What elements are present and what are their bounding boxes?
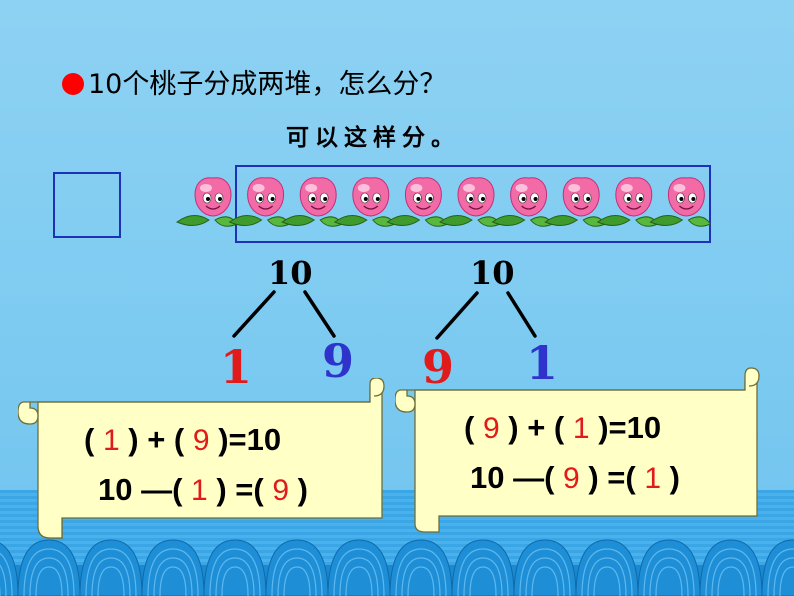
- tree-lines: [232, 290, 537, 340]
- left-sub-answer-1: 1: [191, 474, 208, 507]
- right-sub-answer-1: 9: [563, 462, 580, 495]
- right-addition-equation: ( 9 ) + ( 1 )=10: [464, 410, 662, 445]
- wave-line: [587, 557, 627, 596]
- question-text: 10个桃子分成两堆，怎么分？: [62, 62, 446, 101]
- right-tree-right-part: 1: [526, 336, 559, 390]
- left-subtraction-equation: 10 —( 1 ) =( 9 ): [98, 472, 308, 507]
- wave-shape: [79, 539, 143, 596]
- wave-line: [147, 548, 199, 596]
- wave-shape: [141, 539, 205, 596]
- wave-shape: [17, 539, 81, 596]
- red-bullet-icon: [62, 73, 84, 95]
- peach-icon: [176, 177, 238, 227]
- wave-row: [0, 539, 794, 596]
- wave-line: [581, 548, 633, 596]
- wave-line: [773, 557, 794, 596]
- wave-line: [153, 557, 193, 596]
- wave-line: [779, 566, 794, 596]
- wave-line: [333, 548, 385, 596]
- wave-line: [345, 566, 373, 596]
- wave-line: [407, 566, 435, 596]
- right-sub-answer-2: 1: [644, 462, 662, 495]
- right-add-answer-2: 1: [572, 412, 590, 445]
- left-tree-total: 10: [268, 254, 313, 292]
- wave-shape: [265, 539, 329, 596]
- left-tree-right-branch: [303, 290, 336, 338]
- empty-answer-box: [53, 172, 121, 238]
- question-label: 10个桃子分成两堆，怎么分？: [88, 69, 447, 100]
- wave-line: [767, 548, 794, 596]
- wave-line: [531, 566, 559, 596]
- wave-line: [643, 548, 695, 596]
- wave-shape: [451, 539, 515, 596]
- peach-icon: [281, 177, 343, 227]
- wave-line: [35, 566, 63, 596]
- wave-line: [23, 548, 75, 596]
- right-tree-left-branch: [435, 291, 479, 340]
- right-subtraction-equation: 10 —( 9 ) =( 1 ): [470, 460, 680, 495]
- wave-line: [463, 557, 503, 596]
- wave-line: [717, 566, 745, 596]
- peach-icon: [333, 177, 396, 227]
- left-add-answer-1: 1: [102, 424, 120, 457]
- wave-line: [593, 566, 621, 596]
- wave-line: [395, 548, 447, 596]
- wave-shape: [389, 539, 453, 596]
- subtitle-text: 可以这样分。: [286, 125, 460, 151]
- left-scroll: [18, 378, 385, 539]
- wave-line: [277, 557, 317, 596]
- wave-line: [283, 566, 311, 596]
- wave-shape: [699, 539, 763, 596]
- wave-line: [271, 548, 323, 596]
- wave-line: [401, 557, 441, 596]
- wave-line: [91, 557, 131, 596]
- right-add-answer-1: 9: [482, 412, 500, 445]
- peach-icon: [544, 177, 606, 227]
- wave-line: [221, 566, 249, 596]
- wave-line: [469, 566, 497, 596]
- wave-line: [519, 548, 571, 596]
- left-tree-right-part: 9: [322, 334, 355, 388]
- left-tree-left-part: 1: [220, 340, 253, 394]
- right-tree-right-branch: [506, 291, 537, 338]
- peach-icon: [491, 177, 554, 227]
- wave-line: [29, 557, 69, 596]
- peach-icon: [596, 177, 659, 227]
- wave-line: [339, 557, 379, 596]
- peach-group-frame: [235, 165, 711, 243]
- left-add-answer-2: 9: [192, 424, 210, 457]
- peach-icon: [228, 177, 291, 227]
- left-sub-answer-2: 9: [272, 474, 290, 507]
- wave-line: [0, 564, 7, 596]
- wave-line: [209, 548, 261, 596]
- wave-shape: [327, 539, 391, 596]
- right-scroll: [395, 367, 760, 533]
- right-tree-left-part: 9: [422, 340, 455, 394]
- peach-row: [176, 177, 712, 227]
- right-tree-total: 10: [470, 254, 515, 292]
- left-tree-left-branch: [232, 290, 276, 338]
- wave-line: [705, 548, 757, 596]
- wave-line: [711, 557, 751, 596]
- wave-shape: [203, 539, 267, 596]
- wave-line: [85, 548, 137, 596]
- left-addition-equation: ( 1 ) + ( 9 )=10: [84, 422, 282, 457]
- wave-line: [525, 557, 565, 596]
- wave-line: [655, 566, 683, 596]
- wave-line: [159, 566, 187, 596]
- wave-line: [649, 557, 689, 596]
- wave-shape: [513, 539, 577, 596]
- wave-line: [215, 557, 255, 596]
- wave-line: [97, 566, 125, 596]
- peach-icon: [386, 177, 449, 227]
- peach-icon: [649, 177, 712, 227]
- wave-line: [457, 548, 509, 596]
- wave-shape: [637, 539, 701, 596]
- wave-line: [0, 552, 13, 596]
- wave-shape: [575, 539, 639, 596]
